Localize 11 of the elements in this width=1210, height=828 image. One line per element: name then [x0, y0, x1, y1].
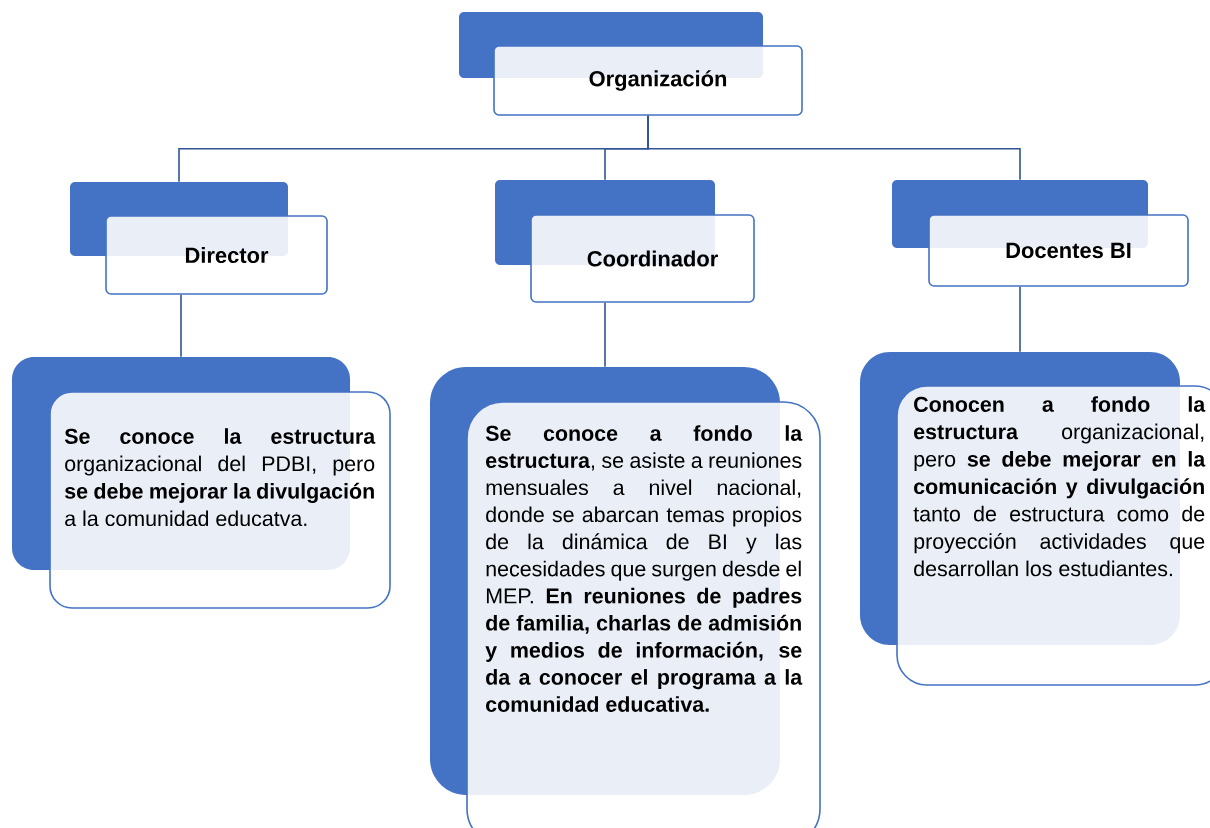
connector-line: [180, 294, 182, 358]
text-card: Conocen a fondo la estructura organizacional, pero se debe mejorar en la comunicación y divulgación tanto de estructura como de proyección actividades que desarrollan los estudiantes.: [860, 352, 1210, 686]
text-card: Se conoce la estructura organizacional del PDBI, pero se debe mejorar la divulgación a la comunidad educatva.: [12, 357, 391, 609]
heading-box: Docentes BI: [892, 180, 1189, 287]
connector-line: [647, 115, 1021, 181]
connector-line: [1019, 286, 1021, 353]
text-card: Se conoce a fondo la estructura, se asiste a reuniones mensuales a nivel nacional, donde se abarcan temas propios de la dinámica de BI y las necesidades que surgen desde el MEP. En reuniones de padres de familia, charlas de admisión y medios de información, se da a conocer el programa a la comunidad educativa.: [430, 367, 821, 828]
heading-box: Organización: [459, 12, 803, 116]
heading-box: Coordinador: [495, 180, 755, 303]
heading-box: Director: [70, 182, 328, 295]
connector-line: [604, 302, 606, 368]
